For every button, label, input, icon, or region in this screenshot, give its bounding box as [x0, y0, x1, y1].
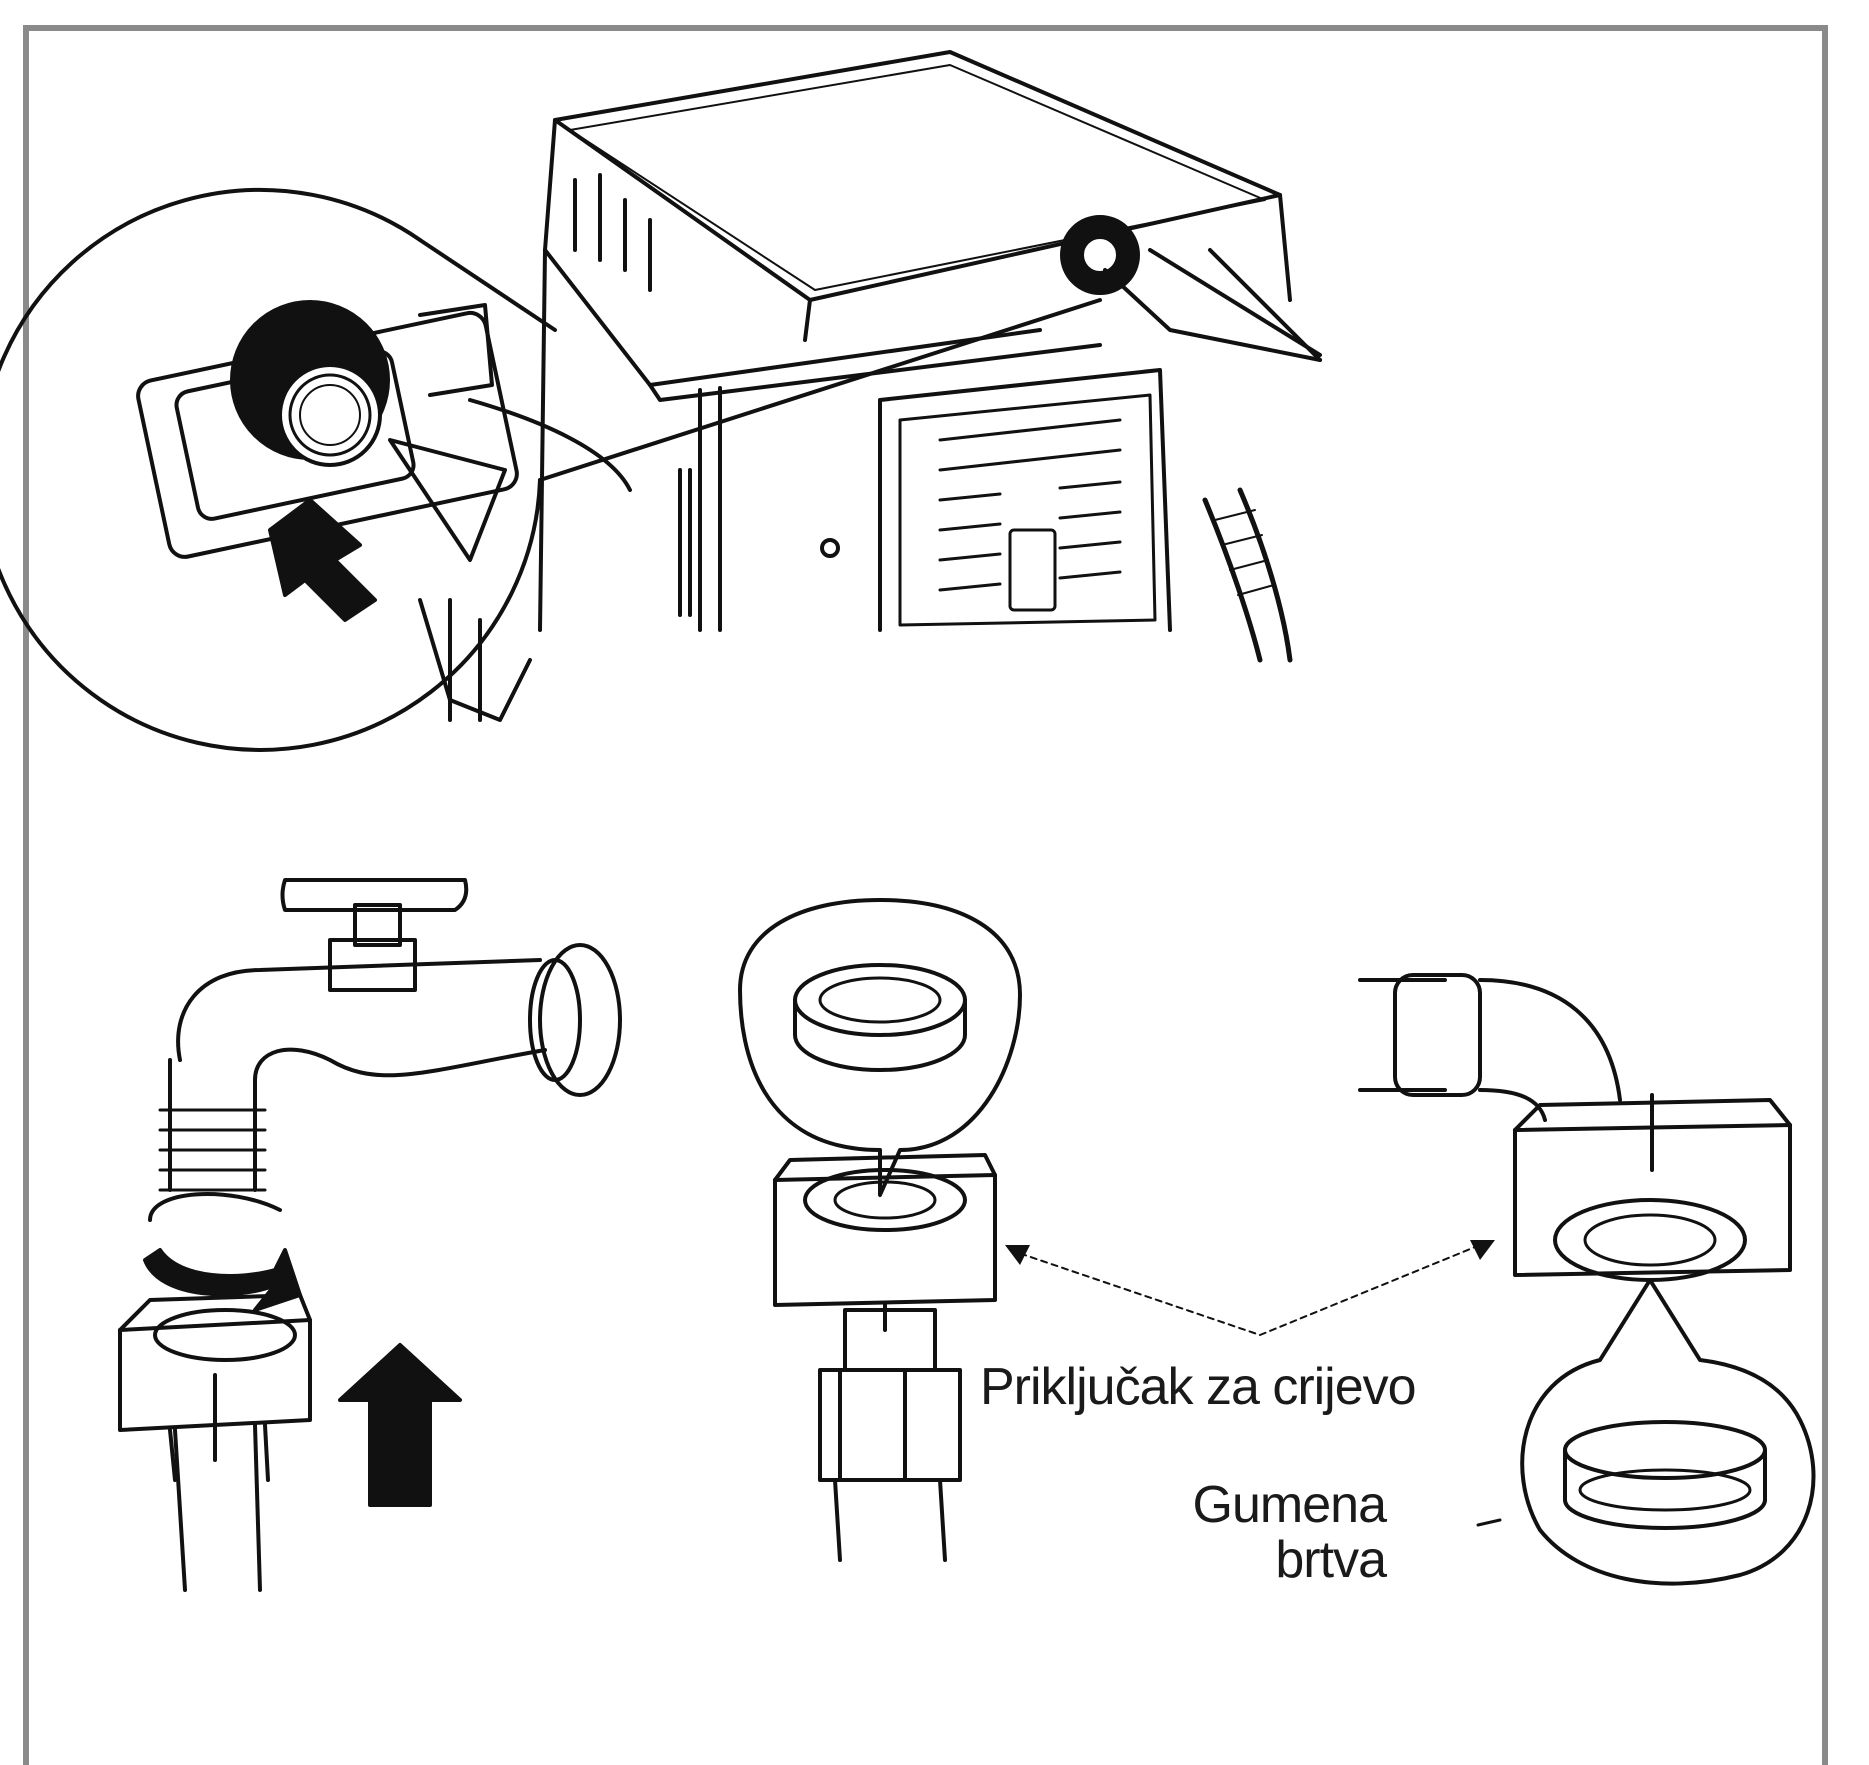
rubber-seal-label-line2: brtva: [1150, 1533, 1386, 1588]
rubber-seal-label-line1: Gumena: [1150, 1478, 1386, 1533]
hose-connector-label: Priključak za crijevo: [980, 1360, 1416, 1415]
hose-connector-drawing: [740, 900, 1020, 1560]
faucet-drawing: [120, 880, 620, 1590]
rubber-seal-label: Gumena brtva: [1150, 1478, 1386, 1587]
elbow-fitting-drawing: [1360, 975, 1814, 1584]
arrowhead-right: [1470, 1240, 1495, 1260]
connector-leader-lines: [1010, 1245, 1480, 1335]
